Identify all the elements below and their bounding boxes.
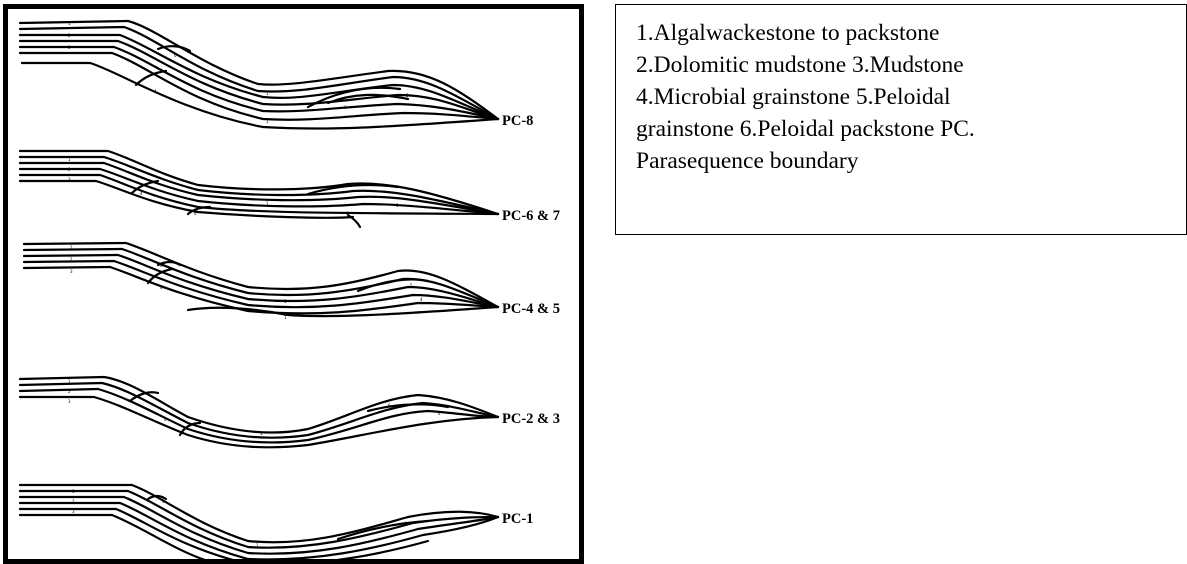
bed-number: 4	[420, 297, 423, 302]
bed-number: 3	[70, 269, 73, 274]
legend-box: 1.Algalwackestone to packstone 2.Dolomit…	[615, 4, 1187, 235]
parasequence-diagram-frame: 1 2 3 6 4 1 1 5 6 1 2 3 4 6 1 5 6 1 2 3 …	[3, 4, 584, 564]
section-pc2-3-beds	[20, 377, 498, 447]
section-pc1-beds	[20, 485, 498, 564]
legend-line: 4.Microbial grainstone 5.Peloidal	[636, 81, 1186, 113]
legend-line: grainstone 6.Peloidal packstone PC.	[636, 113, 1186, 145]
legend-line: 2.Dolomitic mudstone 3.Mudstone	[636, 49, 1186, 81]
section-label-pc4-5: PC-4 & 5	[502, 301, 560, 317]
legend-line: Parasequence boundary	[636, 145, 1186, 177]
section-pc6-7-beds	[20, 151, 498, 227]
section-label-pc8: PC-8	[502, 113, 533, 129]
section-pc4-5-beds	[24, 243, 498, 316]
section-pc8-beds	[20, 21, 498, 129]
parasequence-diagram: 1 2 3 6 4 1 1 5 6 1 2 3 4 6 1 5 6 1 2 3 …	[8, 9, 584, 564]
section-label-pc6-7: PC-6 & 7	[502, 208, 560, 224]
bed-number: 3	[68, 399, 71, 404]
legend-line: 1.Algalwackestone to packstone	[636, 17, 1186, 49]
section-label-pc1: PC-1	[502, 511, 533, 527]
section-label-pc2-3: PC-2 & 3	[502, 411, 560, 427]
